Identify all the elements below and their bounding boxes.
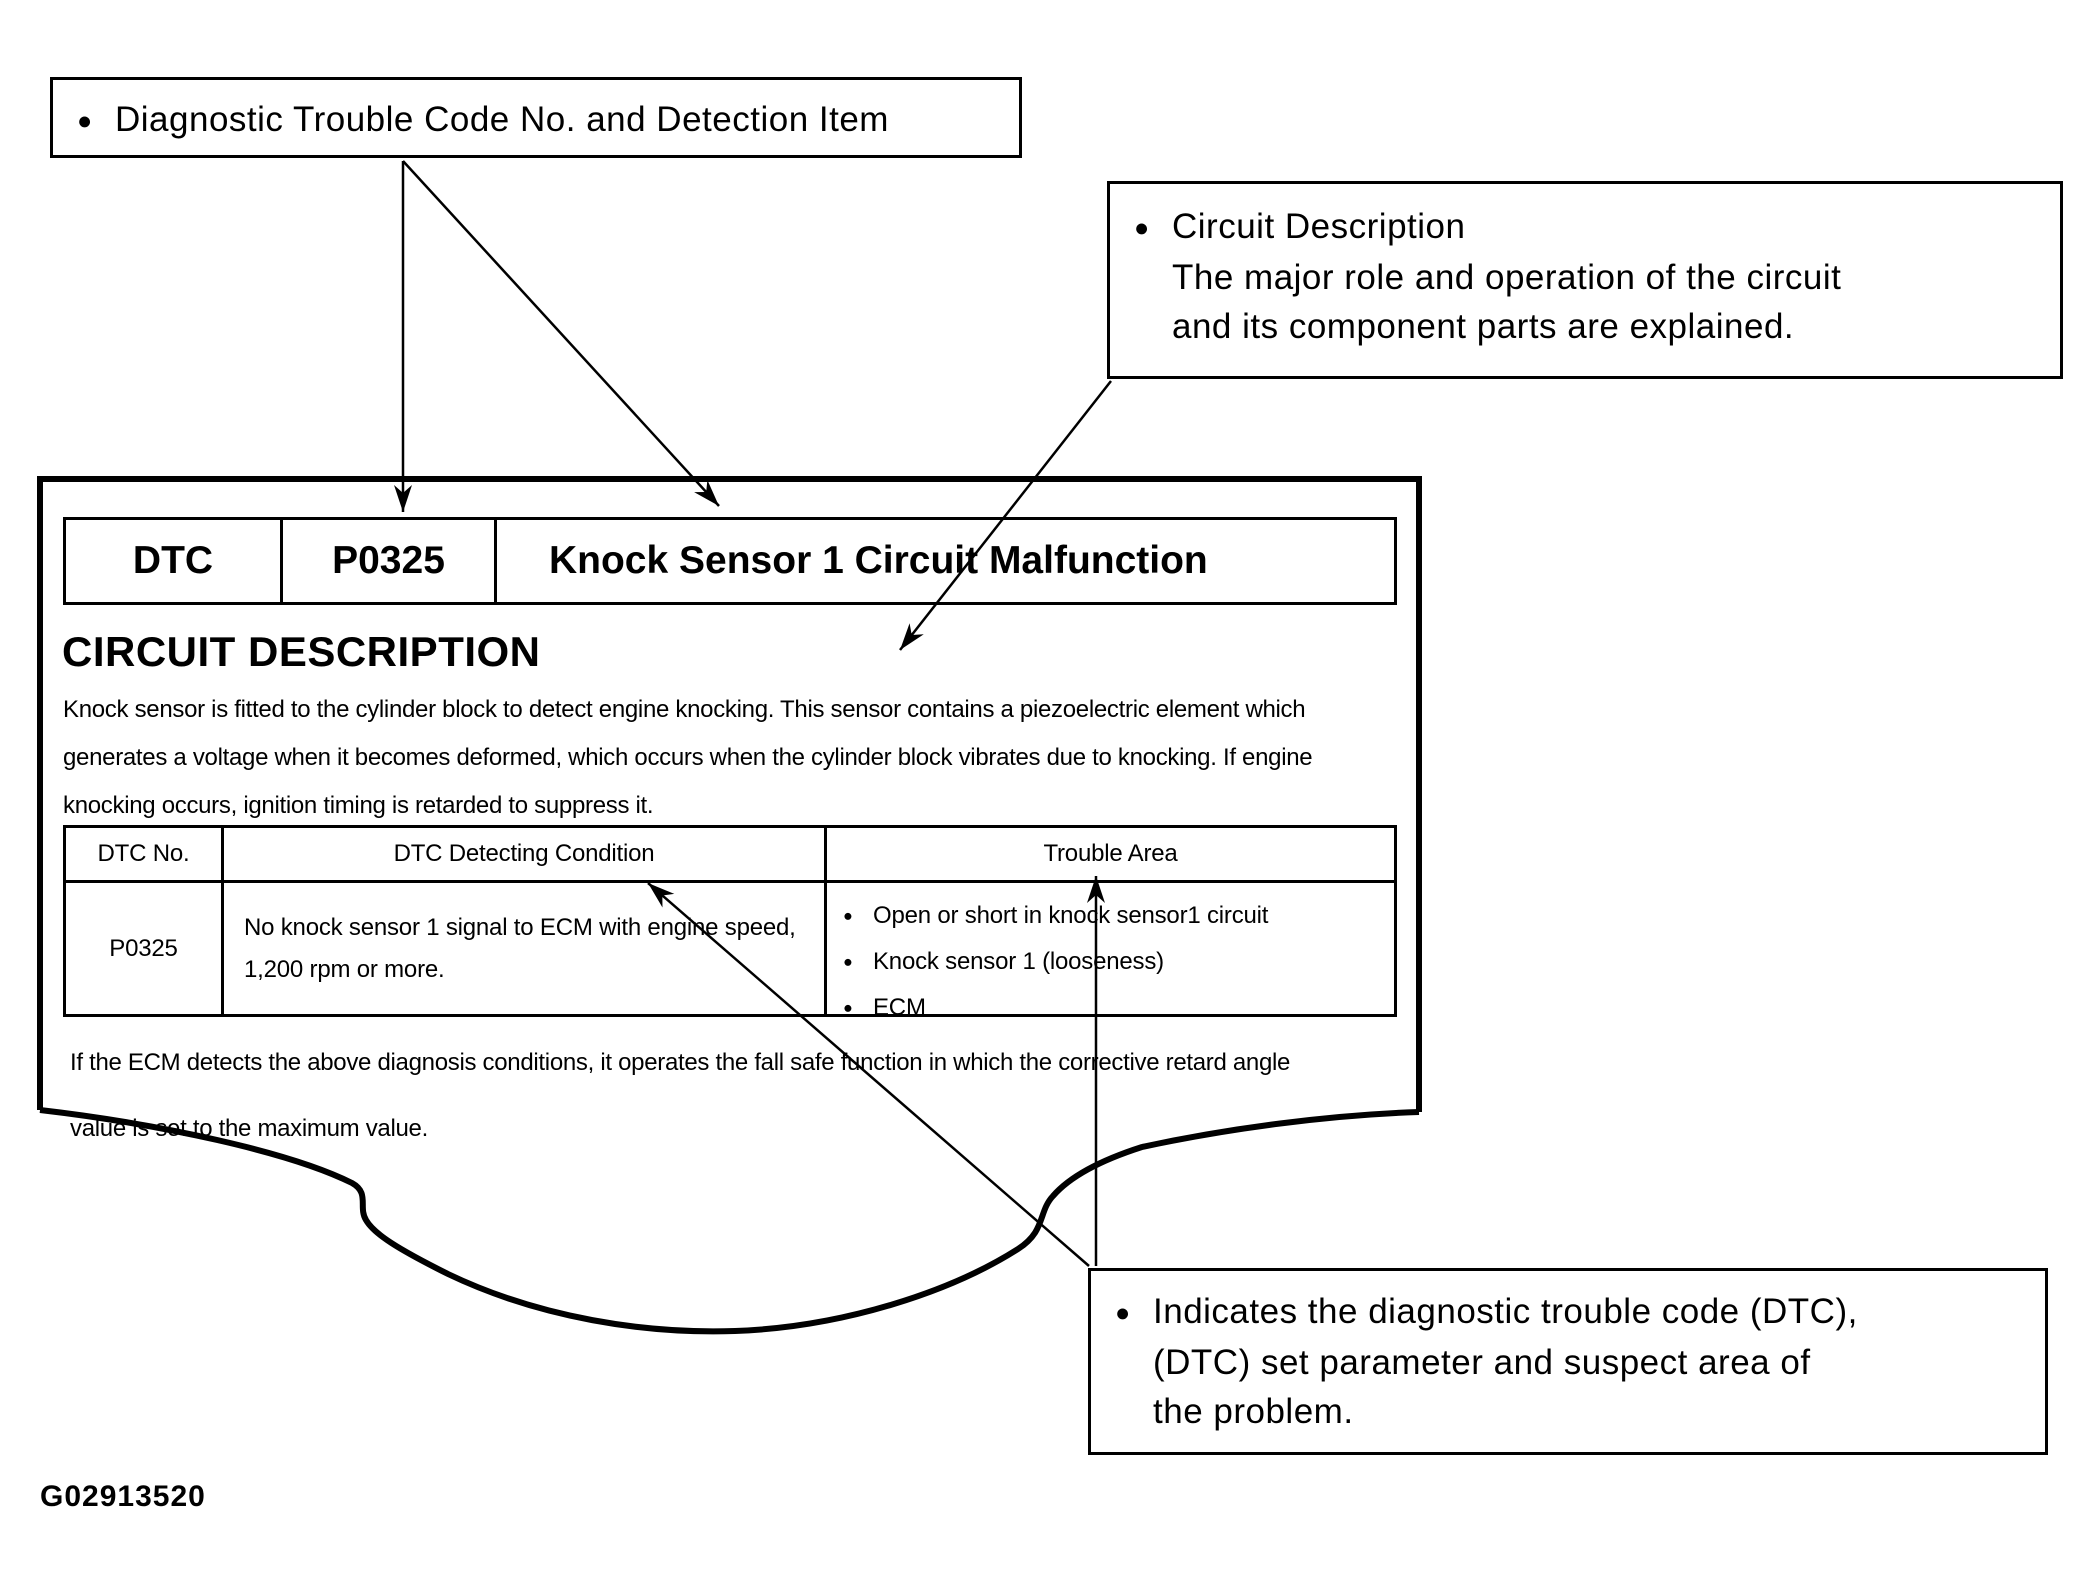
trouble-area-item: ● Open or short in knock sensor1 circuit [843, 893, 1268, 939]
diagnosis-table-row: P0325 No knock sensor 1 signal to ECM wi… [66, 883, 1394, 1021]
bullet-icon: ● [843, 999, 853, 1017]
dtc-code-cell: P0325 [283, 520, 497, 602]
callout-indicates-line: (DTC) set parameter and suspect area of [1153, 1343, 1811, 1382]
callout-dtc-item: ● Diagnostic Trouble Code No. and Detecti… [50, 77, 1022, 158]
dtc-header-table: DTC P0325 Knock Sensor 1 Circuit Malfunc… [63, 517, 1397, 605]
trouble-area-item: ● Knock sensor 1 (looseness) [843, 939, 1268, 985]
bullet-icon: ● [1115, 1299, 1131, 1327]
paragraph-line: generates a voltage when it becomes defo… [63, 744, 1313, 771]
callout-circuit-description-title: Circuit Description [1172, 207, 1466, 246]
callout-dtc-item-text: Diagnostic Trouble Code No. and Detectio… [115, 100, 889, 139]
circuit-description-paragraph: Knock sensor is fitted to the cylinder b… [63, 686, 1397, 830]
diagnosis-table: DTC No. DTC Detecting Condition Trouble … [63, 825, 1397, 1021]
paragraph-line: value is set to the maximum value. [70, 1115, 428, 1142]
callout-circuit-description: ● Circuit Description The major role and … [1107, 181, 2063, 379]
paragraph-line: knocking occurs, ignition timing is reta… [63, 792, 654, 819]
cell-trouble-area: ●Open or short in knock sensor1 circuit … [827, 883, 1394, 1021]
bullet-icon: ● [843, 953, 853, 971]
callout-indicates: ● Indicates the diagnostic trouble code (… [1088, 1268, 2048, 1455]
callout-circuit-description-title-line: ● Circuit Description [1134, 202, 2050, 253]
callout-dtc-item-line: ● Diagnostic Trouble Code No. and Detecti… [77, 95, 1009, 146]
header-trouble-area: Trouble Area [1043, 840, 1178, 867]
figure-id: G02913520 [40, 1480, 206, 1513]
trouble-area-item: ● ECM [843, 985, 1268, 1031]
callout-circuit-description-line: and its component parts are explained. [1172, 307, 1795, 346]
callout-indicates-title: Indicates the diagnostic trouble code (D… [1153, 1292, 1858, 1331]
cell-detecting-condition: No knock sensor 1 signal to ECM with eng… [224, 883, 827, 1014]
arrow-detection-item [402, 160, 720, 507]
fail-safe-paragraph: If the ECM detects the above diagnosis c… [70, 1030, 1404, 1162]
bullet-icon: ● [1134, 214, 1150, 242]
cell-dtc-no: P0325 [66, 883, 224, 1014]
paragraph-line: If the ECM detects the above diagnosis c… [70, 1049, 1291, 1076]
dtc-label-cell: DTC [66, 520, 283, 602]
bullet-icon: ● [77, 107, 93, 135]
header-detecting-condition: DTC Detecting Condition [224, 828, 827, 880]
callout-circuit-description-line: The major role and operation of the circ… [1172, 258, 1842, 297]
arrow-circuit-description [899, 380, 1112, 651]
header-dtc-no: DTC No. [66, 828, 224, 880]
trouble-area-text: Open or short in knock sensor1 circuit [873, 902, 1269, 929]
section-heading: CIRCUIT DESCRIPTION [62, 628, 541, 675]
dtc-title-cell: Knock Sensor 1 Circuit Malfunction [549, 539, 1208, 582]
condition-line: No knock sensor 1 signal to ECM with eng… [244, 913, 796, 941]
condition-line: 1,200 rpm or more. [244, 955, 445, 983]
callout-indicates-title-line: ● Indicates the diagnostic trouble code (… [1115, 1287, 2035, 1338]
trouble-area-text: ECM [873, 994, 926, 1021]
trouble-area-text: Knock sensor 1 (looseness) [873, 948, 1164, 975]
paragraph-line: Knock sensor is fitted to the cylinder b… [63, 696, 1306, 723]
diagnosis-table-header-row: DTC No. DTC Detecting Condition Trouble … [66, 828, 1394, 883]
bullet-icon: ● [843, 907, 853, 925]
callout-indicates-line: the problem. [1153, 1392, 1354, 1431]
